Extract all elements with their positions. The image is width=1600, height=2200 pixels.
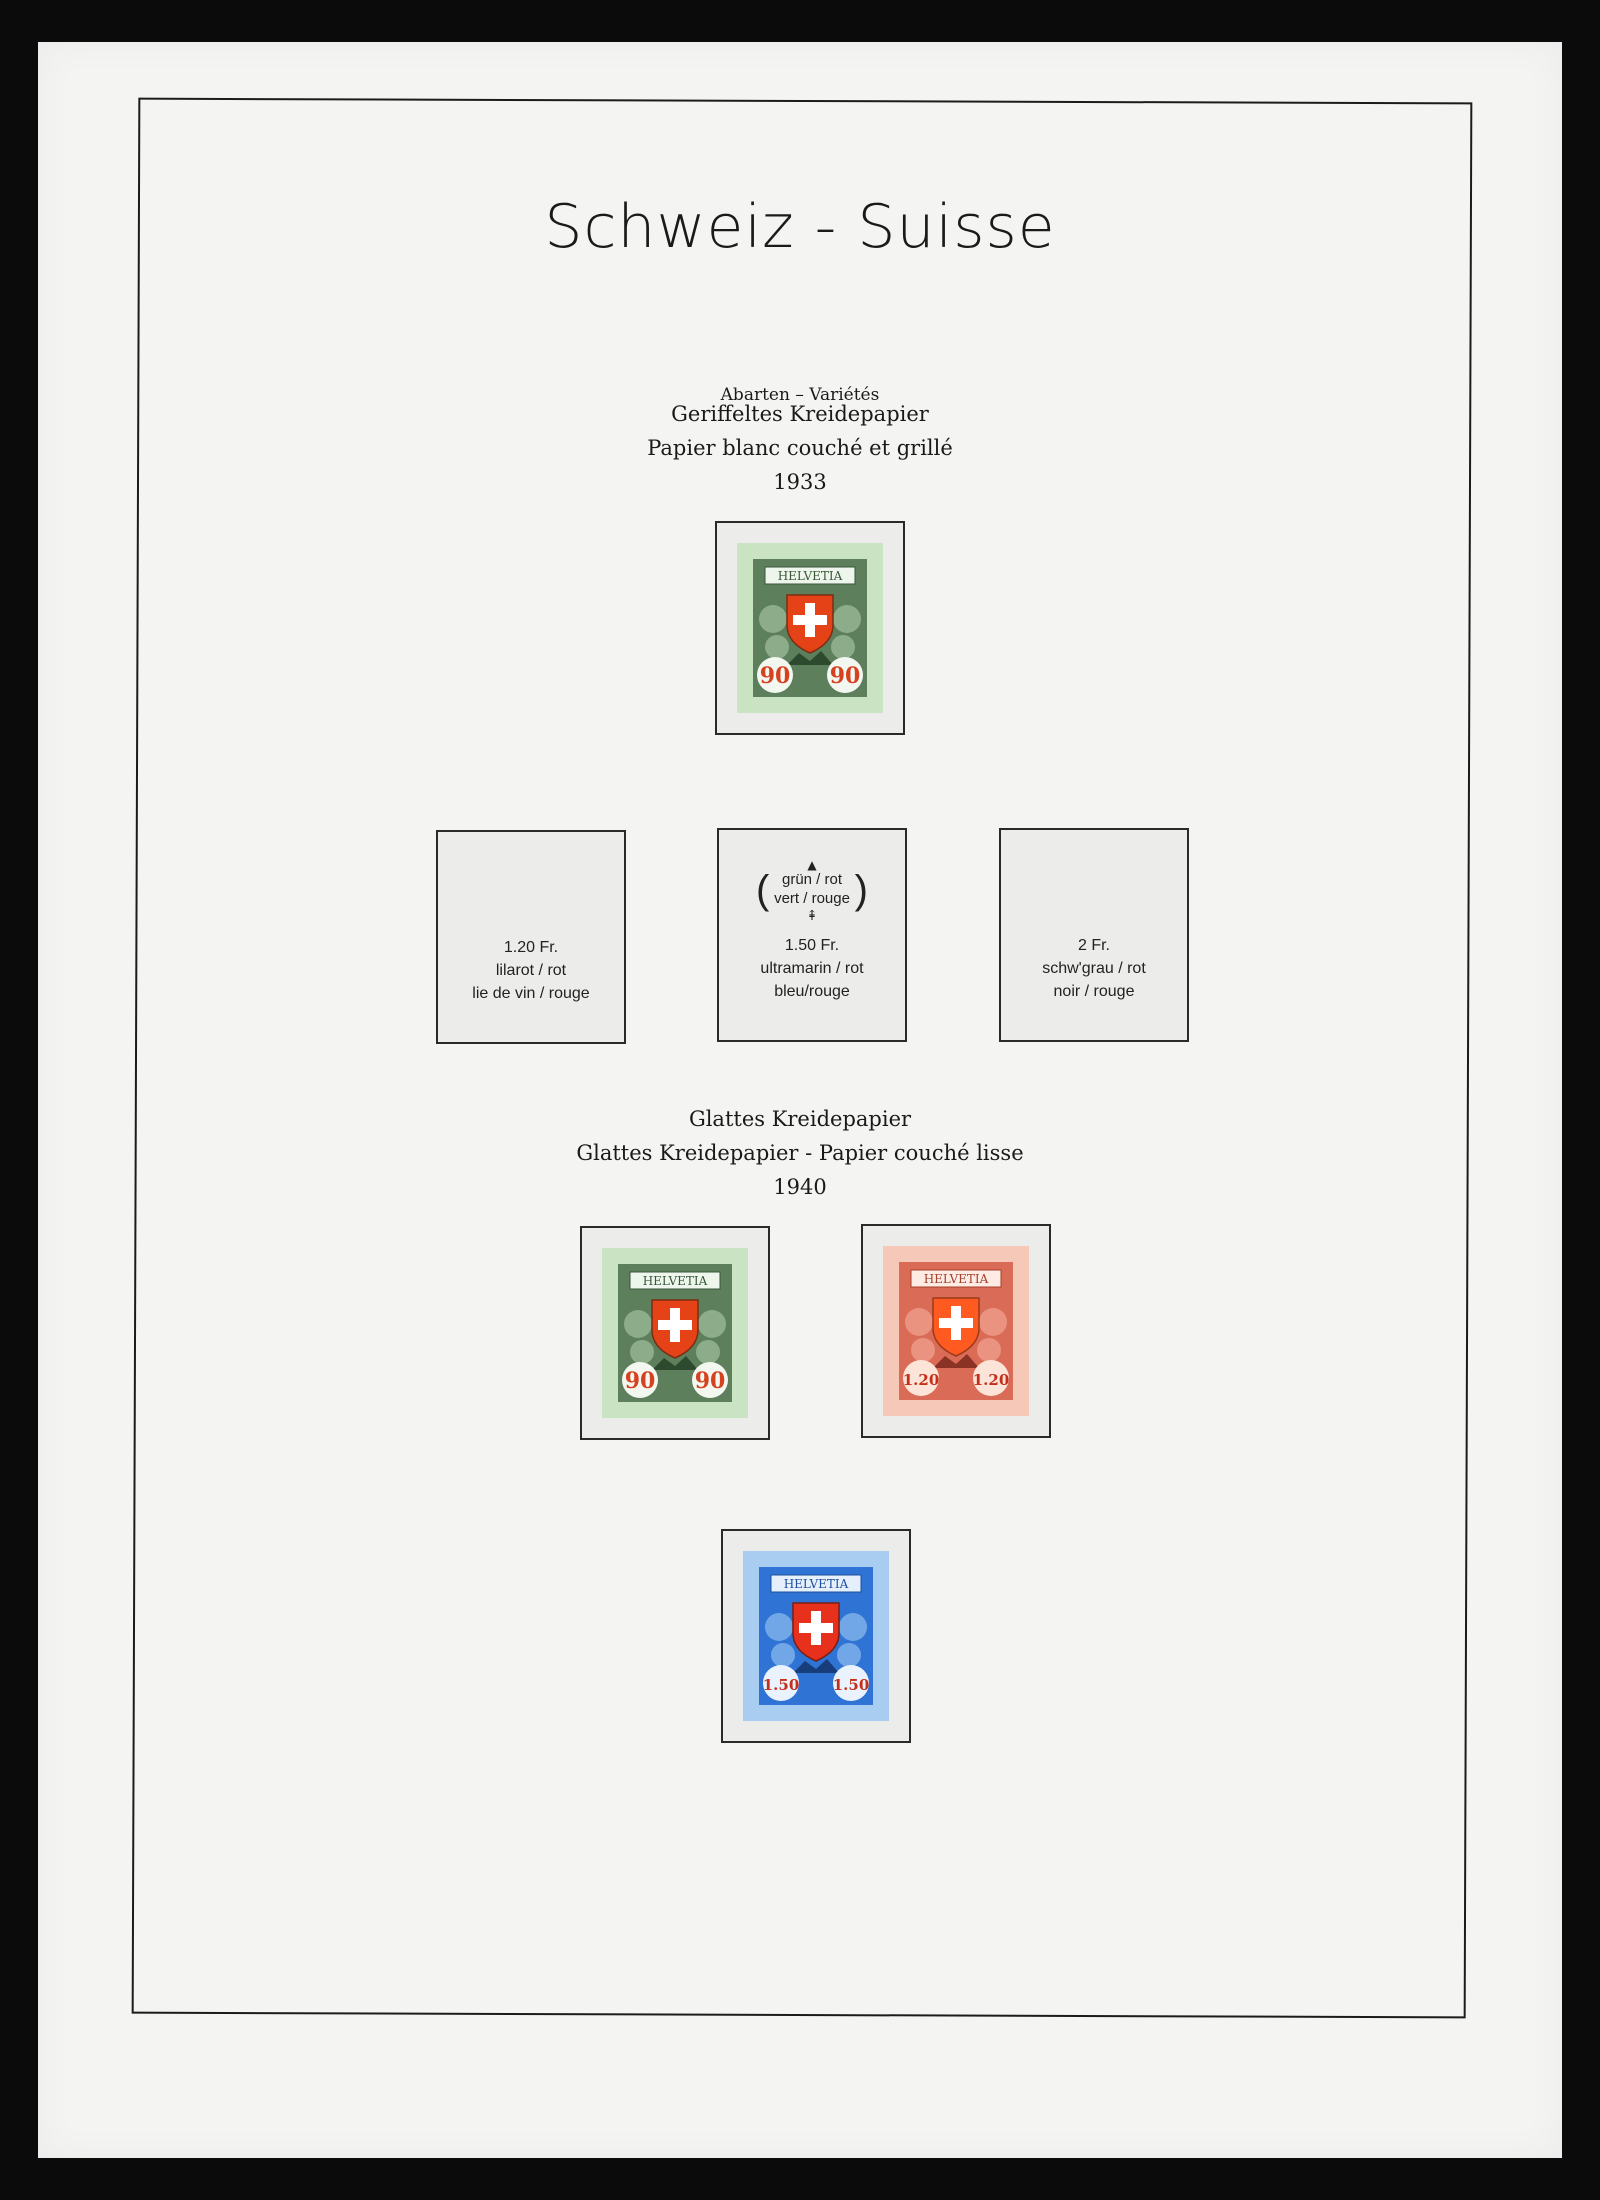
stamp-mount-1: HELVETIA 90 90 (715, 521, 905, 735)
mount-label-group: 2 Fr. schw'grau / rot noir / rouge (1001, 934, 1187, 1003)
stamp-country-text: HELVETIA (784, 1577, 849, 1591)
page-subtitle: Abarten – Variétés (720, 385, 880, 405)
stamp-denom-left: 1.20 (903, 1371, 940, 1389)
stamp-90-green-1933: HELVETIA 90 90 (737, 543, 883, 713)
empty-mount-2-fr: 2 Fr. schw'grau / rot noir / rouge (999, 828, 1189, 1042)
section-1-line-1: Geriffeltes Kreidepapier (671, 402, 929, 426)
mountains-icon (933, 1354, 979, 1368)
mountains-icon (793, 1659, 839, 1673)
mount-color-de: ultramarin / rot (760, 960, 864, 977)
section-2-line-1: Glattes Kreidepapier (688, 1107, 912, 1131)
empty-mount-1-50: ( ) ▲ grün / rot vert / rouge ⇞ 1.50 Fr.… (717, 828, 907, 1042)
stamp-country-text: HELVETIA (643, 1274, 708, 1288)
stamp-country-text: HELVETIA (924, 1272, 989, 1286)
mount-value: 1.50 Fr. (784, 937, 840, 954)
mount-label-group: 1.20 Fr. lilarot / rot lie de vin / roug… (438, 936, 624, 1005)
album-page: Schweiz - Suisse Abarten – Variétés Geri… (38, 42, 1562, 2158)
stamp-denom-left: 1.50 (763, 1676, 800, 1694)
stamp-mount-4: HELVETIA 1.50 1.50 (721, 1529, 911, 1743)
mountains-icon (652, 1356, 698, 1370)
stamp-denom-right: 90 (695, 1368, 726, 1394)
stamp-artwork: HELVETIA 90 90 (737, 543, 883, 713)
arrow-up-icon: ▲ (807, 858, 817, 872)
stamp-denom-right: 1.50 (833, 1676, 870, 1694)
overprint-labels: grün / rot vert / rouge (719, 870, 905, 908)
section-1-line-2: Papier blanc couché et grillé (647, 436, 953, 460)
mount-value: 1.20 Fr. (503, 939, 559, 956)
stamp-artwork: HELVETIA 1.50 1.50 (743, 1551, 889, 1721)
stamp-artwork: HELVETIA 90 90 (602, 1248, 748, 1418)
mount-color-de: lilarot / rot (495, 962, 567, 979)
mount-color-fr: noir / rouge (1053, 983, 1135, 1000)
mount-color-fr: bleu/rouge (774, 983, 850, 1000)
tree-arrow-icon: ⇞ (806, 908, 818, 924)
mount-label-group: 1.50 Fr. ultramarin / rot bleu/rouge (719, 934, 905, 1003)
mountains-icon (787, 651, 833, 665)
stamp-1-50-blue-1940: HELVETIA 1.50 1.50 (743, 1551, 889, 1721)
section-2-year: 1940 (773, 1175, 827, 1199)
stamp-artwork: HELVETIA 1.20 1.20 (883, 1246, 1029, 1416)
section-2-heading: Glattes Kreidepapier Glattes Kreidepapie… (38, 1102, 1562, 1204)
mount-value: 2 Fr. (1077, 937, 1110, 954)
section-2-line-2: Glattes Kreidepapier - Papier couché lis… (576, 1141, 1024, 1165)
page-title: Schweiz - Suisse (544, 192, 1056, 262)
overprint-top: grün / rot (781, 871, 843, 888)
stamp-country-text: HELVETIA (778, 569, 843, 583)
section-1-heading: Geriffeltes Kreidepapier Papier blanc co… (38, 397, 1562, 499)
stamp-denom-right: 1.20 (973, 1371, 1010, 1389)
stamp-denom-right: 90 (830, 663, 861, 689)
mount-color-de: schw'grau / rot (1042, 960, 1146, 977)
stamp-denom-left: 90 (625, 1368, 656, 1394)
empty-mount-1-20: 1.20 Fr. lilarot / rot lie de vin / roug… (436, 830, 626, 1044)
stamp-denom-left: 90 (760, 663, 791, 689)
mount-color-fr: lie de vin / rouge (472, 985, 590, 1002)
section-1-year: 1933 (773, 470, 827, 494)
right-parenthesis: ) (854, 868, 868, 912)
stamp-1-20-red-1940: HELVETIA 1.20 1.20 (883, 1246, 1029, 1416)
stamp-mount-3: HELVETIA 1.20 1.20 (861, 1224, 1051, 1438)
left-parenthesis: ( (756, 868, 770, 912)
overprint-bottom: vert / rouge (774, 890, 850, 907)
stamp-mount-2: HELVETIA 90 90 (580, 1226, 770, 1440)
stamp-90-green-1940: HELVETIA 90 90 (602, 1248, 748, 1418)
